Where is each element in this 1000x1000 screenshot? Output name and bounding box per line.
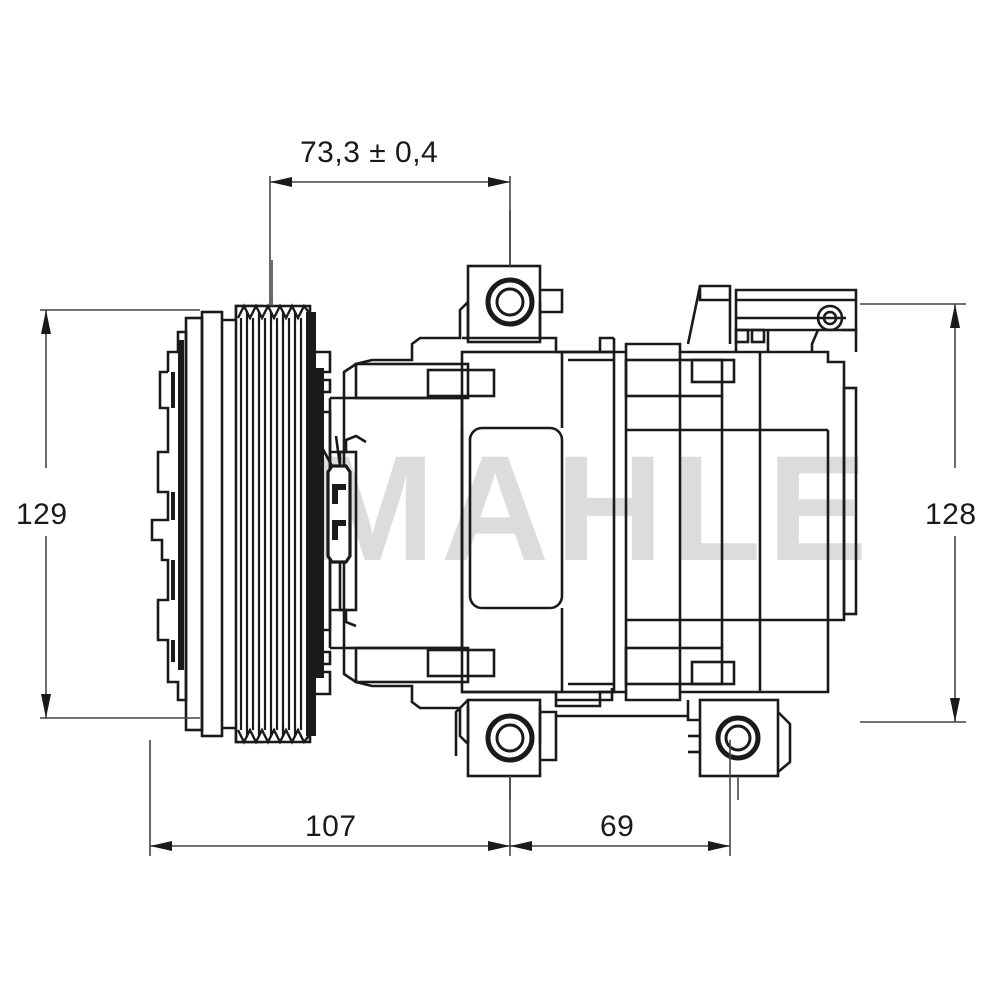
compressor-geometry xyxy=(150,264,858,778)
dimension-bottom-69 xyxy=(510,740,731,856)
mahle-watermark: MAHLE xyxy=(310,424,873,592)
dimension-labels: 73,3 ± 0,4 129 128 107 69 xyxy=(16,136,977,843)
ribbed-pulley xyxy=(234,303,316,745)
boss-centerlines xyxy=(271,210,739,800)
two-pin-electrical-connector xyxy=(307,434,367,628)
rear-housing xyxy=(600,338,858,702)
dimension-left-label: 129 xyxy=(16,498,68,531)
dimension-bottom-107 xyxy=(149,740,511,856)
refrigerant-port-block xyxy=(686,284,858,352)
dimension-bottom-right-label: 69 xyxy=(600,810,634,843)
dimension-right-128 xyxy=(860,303,966,723)
mounting-foot-bracket xyxy=(556,688,688,718)
dimension-right-label: 128 xyxy=(925,498,977,531)
top-mounting-boss xyxy=(466,264,564,344)
dimension-annotations xyxy=(40,176,966,856)
bottom-left-mounting-boss xyxy=(454,698,558,778)
watermark-text: MAHLE xyxy=(310,424,873,592)
dimension-top-label: 73,3 ± 0,4 xyxy=(300,136,438,169)
dimension-bottom-left-label: 107 xyxy=(305,810,357,843)
dimension-left-129 xyxy=(40,309,200,719)
bottom-right-mounting-boss xyxy=(686,698,792,778)
